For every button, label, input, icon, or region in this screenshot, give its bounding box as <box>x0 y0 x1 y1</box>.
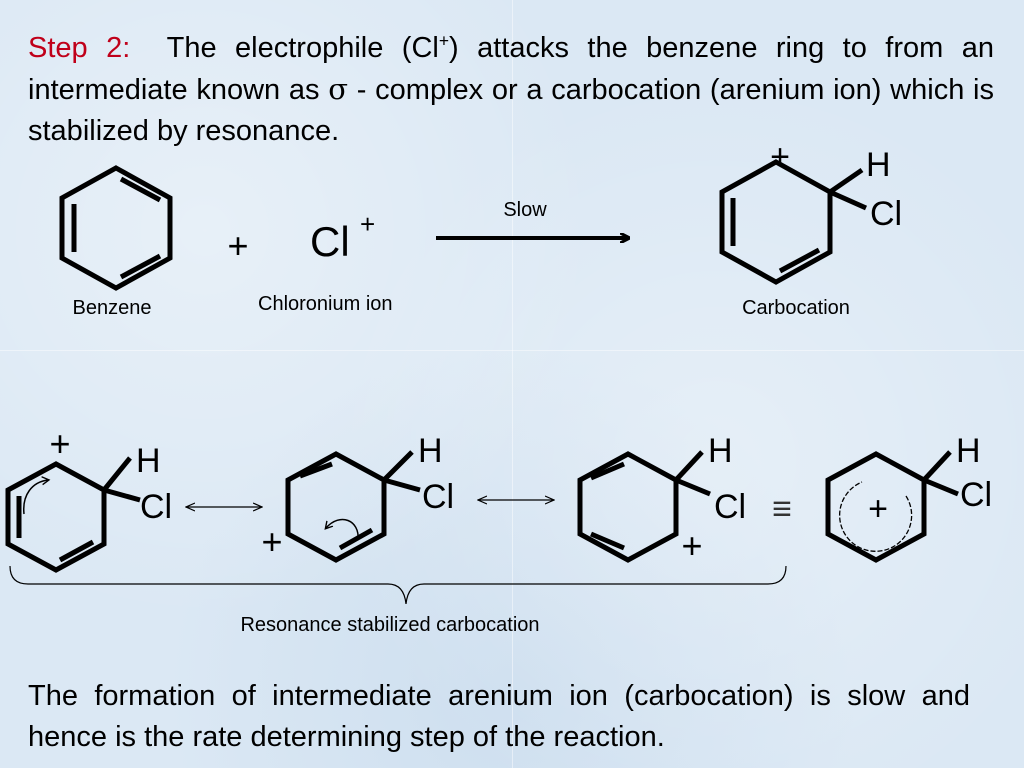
intro-text-1: The electrophile (Cl <box>166 32 439 64</box>
carbocation-cl: Cl <box>870 195 902 233</box>
resonance-1-charge: + <box>49 423 70 464</box>
electrophile-charge: + <box>360 209 375 239</box>
equivalence-symbol: ≡ <box>772 490 792 528</box>
resonance-structure-1 <box>5 456 141 573</box>
chloronium-label: Chloronium ion <box>258 293 393 315</box>
resonance-structure-2 <box>285 450 421 563</box>
resonance-1-cl: Cl <box>140 488 172 526</box>
hybrid-h: H <box>956 432 981 470</box>
curved-arrow-2 <box>326 518 359 541</box>
slow-label: Slow <box>503 199 547 221</box>
background-divider <box>0 350 1024 351</box>
intro-text-3: - complex or a carbocation (arenium ion)… <box>28 74 994 147</box>
resonance-3-charge: + <box>681 525 702 566</box>
conclusion-paragraph: The formation of intermediate arenium io… <box>28 680 970 753</box>
sigma-symbol: σ <box>328 72 349 106</box>
electrophile-cl: Cl <box>310 218 350 265</box>
benzene-label: Benzene <box>73 297 152 319</box>
resonance-hybrid-structure <box>825 450 959 563</box>
reaction-plus: + <box>227 225 248 266</box>
resonance-caption: Resonance stabilized carbocation <box>240 614 539 636</box>
hybrid-charge: + <box>868 490 888 528</box>
resonance-structure-3 <box>577 450 711 563</box>
hybrid-cl: Cl <box>960 476 992 514</box>
resonance-3-cl: Cl <box>714 488 746 526</box>
intro-charge: + <box>438 30 450 51</box>
carbocation-label: Carbocation <box>742 297 850 319</box>
resonance-3-h: H <box>708 432 733 470</box>
resonance-1-h: H <box>136 442 161 480</box>
intro-paragraph: Step 2: The electrophile (Cl+) attacks t… <box>28 28 994 152</box>
carbocation-h: H <box>866 146 891 184</box>
carbocation-structure <box>719 159 868 285</box>
resonance-2-charge: + <box>261 521 282 562</box>
background-divider-vertical <box>512 0 513 768</box>
resonance-brace <box>9 565 787 605</box>
carbocation-charge: + <box>770 138 790 176</box>
delocalized-charge-arc <box>839 481 913 552</box>
resonance-2-h: H <box>418 432 443 470</box>
curved-arrow-1 <box>23 480 48 515</box>
benzene-structure <box>59 165 173 291</box>
step-label: Step 2: <box>28 32 131 64</box>
resonance-2-cl: Cl <box>422 478 454 516</box>
intro-text-2: ) attacks the benzene ring to from an in… <box>28 32 994 106</box>
